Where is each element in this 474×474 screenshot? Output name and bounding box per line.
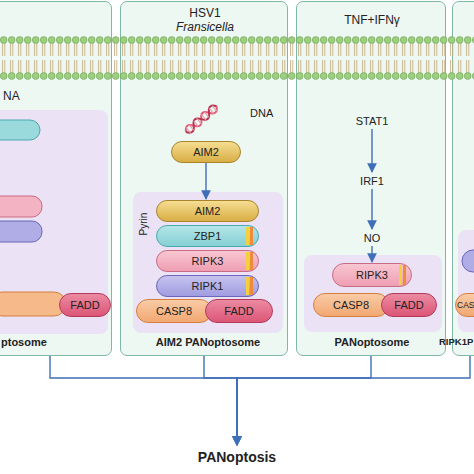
node-text: PANoptosis [167,446,307,468]
molecule-label: DNA [250,107,273,119]
node-text: AIM2 [157,201,258,221]
pathway-panel: TNF+IFNγPANoptosome STAT1IRF1NO RIPK3CASP8… [296,1,446,356]
rhim-domain [250,277,253,295]
node-text: NO [342,230,402,246]
rhim-domain [246,227,249,245]
outcome-text: PANoptosis [167,446,307,468]
rhim-domain [246,277,249,295]
connector-arrow [50,356,237,445]
protein-pill: RIPK3 [332,263,412,287]
protein-pill: RIPK3 [156,250,259,272]
signal-node: STAT1 [342,113,402,129]
panel-text: HSV1 [145,6,265,20]
node-text: RIPK3 [333,264,411,286]
panel-text: AIM2 PANoptosome [118,335,298,349]
panel-text: NA [3,89,43,103]
rhim-domain [246,252,249,270]
protein-pill: ZBP1 [156,225,259,247]
signal-node: NO [342,230,402,246]
node-text: RIPK3 [157,251,258,271]
sensor-pill: AIM2 [171,141,241,163]
protein-pill: FADD [205,299,273,323]
node-text: RIPK1 [157,276,258,296]
node-text: STAT1 [342,113,402,129]
node-text: FADD [382,294,436,316]
protein-pill: CASP8 [313,293,389,317]
panel-text: ptosome [1,335,61,349]
protein-pill: FADD [59,293,111,317]
connector-arrow [204,356,237,445]
pathway-panel: RIPK1PCAS [452,1,474,356]
domain-label: Pyrin [138,213,149,236]
node-text: CASP8 [137,300,211,322]
node-text: IRF1 [342,173,402,189]
connector-arrow [237,356,371,445]
rhim-domain [403,265,406,285]
rhim-domain [399,265,402,285]
node-text: CASP8 [314,294,388,316]
protein-pill: RIPK1 [156,275,259,297]
pathway-panel: HSV1FransicellaAIM2 PANoptosomeAIM2AIM2Z… [120,1,288,356]
panel-text: TNF+IFNγ [312,13,432,27]
node-text: CAS [456,294,474,316]
protein-pill: AIM2 [156,200,259,222]
rhim-domain [250,252,253,270]
protein-pill: CAS [455,293,474,317]
panel-text: PANoptosome [312,335,432,349]
protein-pill: CASP8 [136,299,212,323]
node-text: ZBP1 [157,226,258,246]
node-text: FADD [60,294,110,316]
panel-text: RIPK1P [439,335,474,349]
panel-text: Fransicella [145,20,265,34]
protein-pill: FADD [381,293,437,317]
node-text: FADD [206,300,272,322]
rhim-domain [250,227,253,245]
node-text: AIM2 [172,142,240,162]
pathway-panel: NA ptosome FADD [0,1,112,356]
connector-arrow [237,356,470,445]
signal-node: IRF1 [342,173,402,189]
